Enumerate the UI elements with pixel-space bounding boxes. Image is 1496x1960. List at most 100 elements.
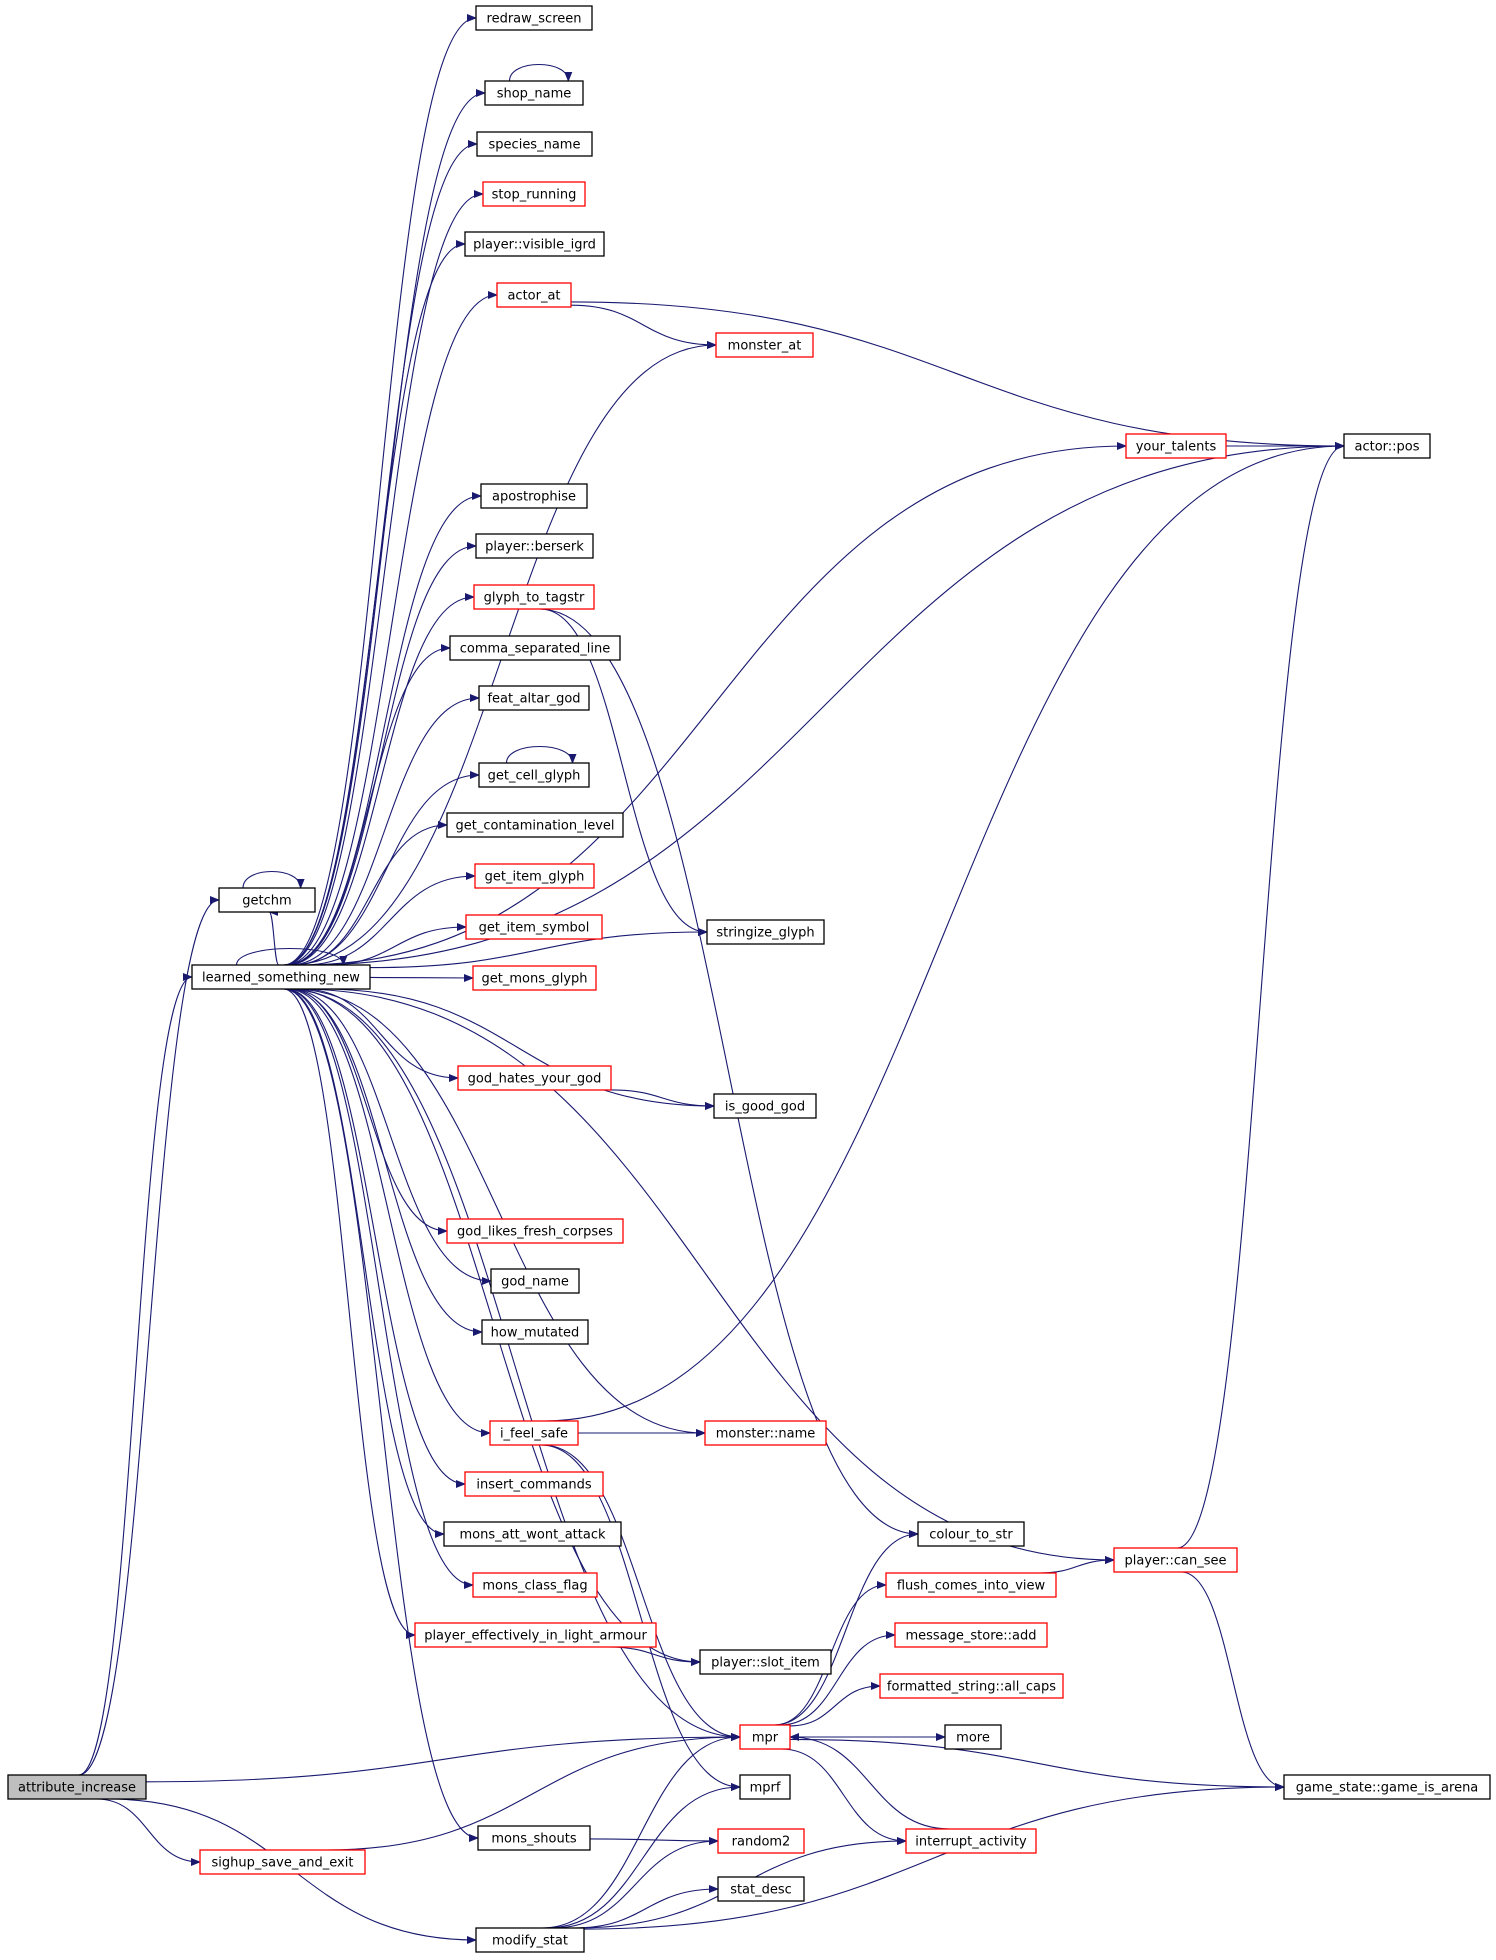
node-stringize-glyph[interactable]: stringize_glyph	[706, 919, 825, 945]
node-box	[1343, 433, 1431, 459]
node-interrupt-activity[interactable]: interrupt_activity	[905, 1828, 1037, 1854]
node-flush-comes-into-view[interactable]: flush_comes_into_view	[885, 1572, 1057, 1598]
node-label: get_contamination_level	[455, 819, 614, 834]
node-formatted-string-all-caps[interactable]: formatted_string::all_caps	[879, 1673, 1064, 1699]
edge-player-can-see-to-game-state-game-is-arena	[1181, 1571, 1285, 1791]
node-is-good-god[interactable]: is_good_god	[713, 1093, 817, 1119]
node-box	[199, 1849, 366, 1875]
edge-attribute-increase-to-learned-something-new	[78, 973, 193, 1776]
node-mpr[interactable]: mpr	[739, 1724, 791, 1750]
node-box	[715, 332, 814, 358]
node-stat-desc[interactable]: stat_desc	[717, 1876, 805, 1902]
node-label: god_name	[501, 1275, 569, 1290]
edge-sighup-save-and-exit-to-mpr	[326, 1733, 741, 1851]
edge-mpr-to-message-store-add	[780, 1631, 896, 1726]
node-shop-name[interactable]: shop_name	[484, 80, 584, 106]
node-player-slot-item[interactable]: player::slot_item	[699, 1649, 832, 1675]
node-box	[465, 914, 603, 940]
node-player-can-see[interactable]: player::can_see	[1113, 1547, 1238, 1573]
node-how-mutated[interactable]: how_mutated	[481, 1319, 589, 1345]
node-player-berserk[interactable]: player::berserk	[475, 533, 594, 559]
edge-glyph-to-tagstr-to-stringize-glyph	[540, 608, 708, 936]
node-attribute-increase[interactable]: attribute_increase	[7, 1774, 147, 1800]
node-glyph-to-tagstr[interactable]: glyph_to_tagstr	[473, 584, 595, 610]
node-label: formatted_string::all_caps	[887, 1680, 1056, 1695]
node-label: insert_commands	[476, 1478, 591, 1493]
node-label: player::slot_item	[711, 1656, 820, 1671]
node-box	[885, 1572, 1057, 1598]
edge-glyph-to-tagstr-to-colour-to-str	[538, 608, 919, 1538]
node-label: actor::pos	[1354, 440, 1419, 455]
node-mprf[interactable]: mprf	[739, 1774, 791, 1800]
node-monster-name[interactable]: monster::name	[704, 1420, 827, 1446]
edge-mpr-to-formatted-string-all-caps	[789, 1682, 881, 1727]
node-god-likes-fresh-corpses[interactable]: god_likes_fresh_corpses	[446, 1218, 624, 1244]
node-get-mons-glyph[interactable]: get_mons_glyph	[472, 965, 597, 991]
node-get-cell-glyph[interactable]: get_cell_glyph	[478, 762, 590, 788]
node-sighup-save-and-exit[interactable]: sighup_save_and_exit	[199, 1849, 366, 1875]
node-player-effectively-in-light-armour[interactable]: player_effectively_in_light_armour	[414, 1622, 657, 1648]
node-feat-altar-god[interactable]: feat_altar_god	[478, 685, 590, 711]
edge-mons-shouts-to-random2	[589, 1836, 719, 1845]
edge-learned-something-new-to-apostrophise	[285, 492, 482, 966]
node-label: game_state::game_is_arena	[1296, 1781, 1479, 1796]
node-god-name[interactable]: god_name	[490, 1268, 580, 1294]
node-get-item-glyph[interactable]: get_item_glyph	[474, 863, 595, 889]
node-box	[717, 1876, 805, 1902]
node-label: colour_to_str	[929, 1528, 1013, 1543]
node-monster-at[interactable]: monster_at	[715, 332, 814, 358]
node-label: get_item_symbol	[479, 921, 590, 936]
node-label: feat_altar_god	[487, 692, 580, 707]
node-your-talents[interactable]: your_talents	[1125, 433, 1227, 459]
edge-learned-something-new-to-actor-at	[284, 291, 498, 966]
node-god-hates-your-god[interactable]: god_hates_your_god	[457, 1065, 612, 1091]
node-box	[704, 1420, 827, 1446]
edge-modify-stat-to-mpr	[542, 1733, 741, 1929]
node-colour-to-str[interactable]: colour_to_str	[917, 1521, 1025, 1547]
node-mons-att-wont-attack[interactable]: mons_att_wont_attack	[443, 1521, 622, 1547]
node-box	[478, 685, 590, 711]
node-box	[474, 863, 595, 889]
node-species-name[interactable]: species_name	[476, 131, 593, 157]
node-mons-shouts[interactable]: mons_shouts	[477, 1825, 591, 1851]
edge-learned-something-new-to-god-hates-your-god	[302, 988, 459, 1082]
node-label: god_likes_fresh_corpses	[457, 1225, 613, 1240]
edge-mpr-to-colour-to-str	[774, 1530, 919, 1726]
edge-learned-something-new-to-player-can-see	[298, 988, 1115, 1564]
node-get-contamination-level[interactable]: get_contamination_level	[446, 812, 624, 838]
node-i-feel-safe[interactable]: i_feel_safe	[489, 1420, 579, 1446]
node-box	[475, 5, 593, 31]
node-actor-pos[interactable]: actor::pos	[1343, 433, 1431, 459]
node-label: god_hates_your_god	[468, 1072, 602, 1087]
node-message-store-add[interactable]: message_store::add	[894, 1622, 1048, 1648]
node-actor-at[interactable]: actor_at	[496, 282, 572, 308]
edge-learned-something-new-to-actor-pos	[305, 442, 1345, 966]
node-get-item-symbol[interactable]: get_item_symbol	[465, 914, 603, 940]
node-game-state-game-is-arena[interactable]: game_state::game_is_arena	[1283, 1774, 1491, 1800]
node-redraw-screen[interactable]: redraw_screen	[475, 5, 593, 31]
node-box	[446, 812, 624, 838]
node-getchm[interactable]: getchm	[218, 887, 316, 913]
edge-learned-something-new-to-redraw-screen	[283, 14, 477, 966]
edge-learned-something-new-to-get-cell-glyph	[292, 771, 480, 966]
node-learned-something-new[interactable]: learned_something_new	[191, 964, 371, 990]
node-box	[476, 131, 593, 157]
node-modify-stat[interactable]: modify_stat	[475, 1927, 585, 1953]
node-insert-commands[interactable]: insert_commands	[464, 1471, 604, 1497]
node-player-visible-igrd[interactable]: player::visible_igrd	[464, 231, 605, 257]
node-apostrophise[interactable]: apostrophise	[480, 483, 588, 509]
node-label: getchm	[242, 894, 291, 909]
node-label: flush_comes_into_view	[897, 1579, 1046, 1594]
edge-learned-something-new-to-player-effectively-in-light-armour	[283, 988, 416, 1639]
node-stop-running[interactable]: stop_running	[482, 181, 586, 207]
node-mons-class-flag[interactable]: mons_class_flag	[472, 1572, 598, 1598]
node-label: sighup_save_and_exit	[212, 1856, 354, 1871]
node-label: player::can_see	[1124, 1554, 1226, 1569]
node-comma-separated-line[interactable]: comma_separated_line	[449, 635, 621, 661]
node-random2[interactable]: random2	[717, 1828, 805, 1854]
node-more[interactable]: more	[944, 1724, 1002, 1750]
node-box	[944, 1724, 1002, 1750]
node-box	[464, 231, 605, 257]
node-label: species_name	[489, 138, 581, 153]
